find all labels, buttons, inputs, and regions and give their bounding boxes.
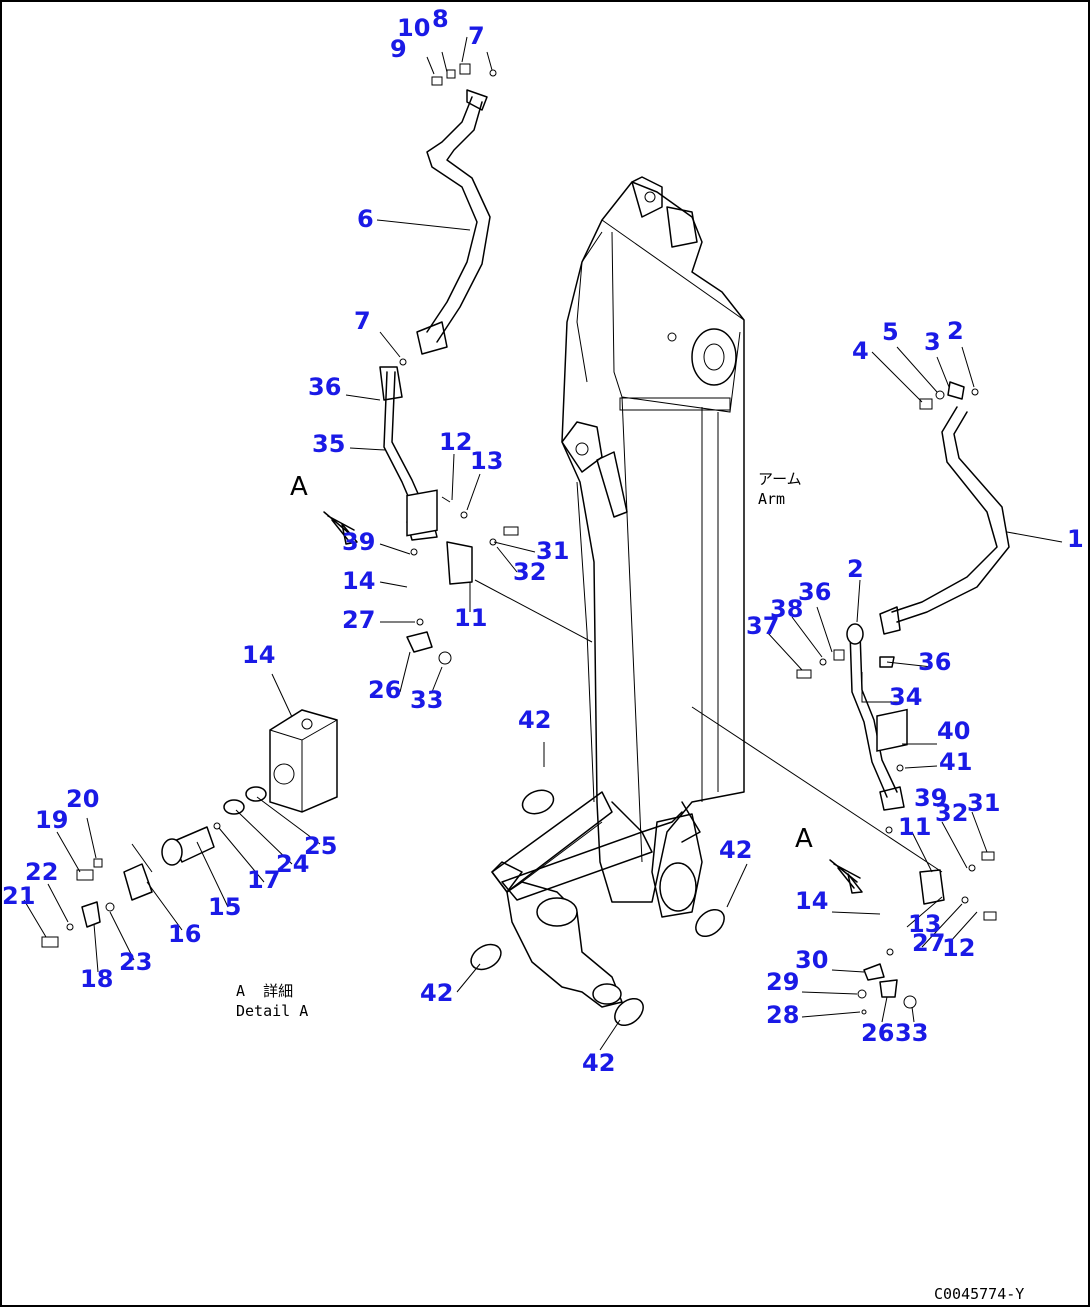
detail-a-parts: [41, 709, 338, 948]
part-callout-3: 3: [924, 328, 941, 356]
part-callout-20: 20: [66, 785, 100, 813]
part-callout-42: 42: [719, 836, 753, 864]
part-callout-32: 32: [935, 799, 969, 827]
part-callout-39: 39: [914, 784, 948, 812]
part-callout-11: 11: [454, 604, 488, 632]
part-callout-42: 42: [420, 979, 454, 1007]
part-callout-15: 15: [208, 893, 242, 921]
part-callout-27: 27: [912, 929, 946, 957]
part-callout-28: 28: [766, 1001, 800, 1029]
part-callout-33: 33: [895, 1019, 929, 1047]
part-callout-16: 16: [168, 920, 202, 948]
part-callout-12: 12: [942, 934, 976, 962]
part-callout-13: 13: [908, 910, 942, 938]
leader-lines: [23, 36, 1063, 1051]
part-callout-39: 39: [342, 528, 376, 556]
part-callout-41: 41: [939, 748, 973, 776]
part-callout-35: 35: [312, 430, 346, 458]
part-callout-31: 31: [536, 537, 570, 565]
part-callout-32: 32: [513, 558, 547, 586]
part-callout-23: 23: [119, 948, 153, 976]
part-callout-14: 14: [795, 887, 829, 915]
part-callout-19: 19: [35, 806, 69, 834]
part-callout-18: 18: [80, 965, 114, 993]
detail-label-jp: A 詳細: [236, 982, 294, 1000]
part-callout-36: 36: [798, 578, 832, 606]
arm-label-jp: アーム: [758, 470, 802, 488]
part-callout-42: 42: [518, 706, 552, 734]
part-callout-1: 1: [1067, 525, 1084, 553]
part-callout-25: 25: [304, 832, 338, 860]
part-callout-9: 9: [390, 35, 407, 63]
part-callout-29: 29: [766, 968, 800, 996]
part-callout-33: 33: [410, 686, 444, 714]
arm-assembly: [491, 176, 745, 1008]
part-callout-40: 40: [937, 717, 971, 745]
view-letter-a-left: A: [290, 472, 308, 502]
part-callout-31: 31: [967, 789, 1001, 817]
part-callout-17: 17: [247, 866, 281, 894]
part-callout-6: 6: [357, 205, 374, 233]
part-callout-14: 14: [242, 641, 276, 669]
part-callout-36: 36: [918, 648, 952, 676]
tube-34: [691, 623, 997, 1015]
part-callout-30: 30: [795, 946, 829, 974]
part-callout-26: 26: [368, 676, 402, 704]
part-callout-7: 7: [354, 307, 371, 335]
part-callout-13: 13: [470, 447, 504, 475]
part-callout-5: 5: [882, 318, 899, 346]
part-callout-27: 27: [342, 606, 376, 634]
view-letter-a-right: A: [795, 824, 813, 854]
part-callout-7: 7: [468, 22, 485, 50]
part-callout-12: 12: [439, 428, 473, 456]
part-callout-36: 36: [308, 373, 342, 401]
part-callout-42: 42: [582, 1049, 616, 1077]
view-arrow-left: [323, 511, 358, 545]
arm-label-en: Arm: [758, 490, 786, 508]
part-callout-11: 11: [898, 813, 932, 841]
tube-35: [379, 366, 593, 665]
part-callout-38: 38: [770, 595, 804, 623]
hose-6: [399, 63, 497, 366]
drawing-code: C0045774-Y: [934, 1285, 1025, 1303]
o-rings-42: [470, 789, 725, 1027]
hose-1: [879, 381, 1010, 635]
part-callout-22: 22: [25, 858, 59, 886]
part-callout-26: 26: [861, 1019, 895, 1047]
detail-label-en: Detail A: [236, 1002, 309, 1020]
part-callout-4: 4: [852, 337, 869, 365]
part-callout-24: 24: [276, 850, 310, 878]
part-callout-10: 10: [397, 14, 431, 42]
part-callout-37: 37: [746, 612, 780, 640]
part-callout-2: 2: [947, 317, 964, 345]
part-callout-34: 34: [889, 683, 923, 711]
part-callout-2: 2: [847, 555, 864, 583]
part-callout-8: 8: [432, 5, 449, 33]
view-arrow-right: [829, 859, 863, 894]
part-callout-21: 21: [2, 882, 36, 910]
part-callout-14: 14: [342, 567, 376, 595]
